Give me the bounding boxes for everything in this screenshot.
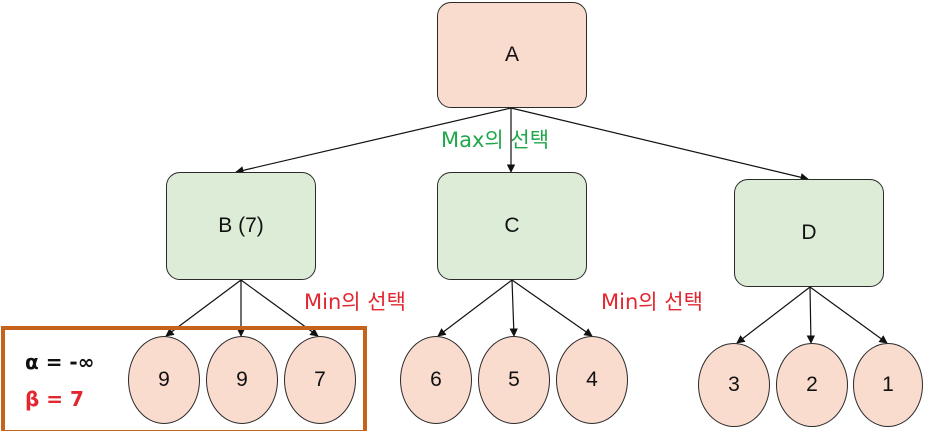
- edge-a-d: [510, 107, 809, 182]
- leaf-value: 6: [430, 368, 442, 391]
- beta-value: β = 7: [25, 387, 84, 411]
- leaf-value: 9: [236, 368, 248, 391]
- node-d: D: [734, 179, 884, 287]
- leaf-value: 2: [806, 373, 818, 396]
- edge-d-leaf2: [806, 286, 816, 344]
- leaf-value: 1: [882, 373, 894, 396]
- leaf-b-1: 9: [128, 336, 200, 424]
- leaf-c-2: 5: [478, 336, 550, 424]
- node-a: A: [437, 2, 587, 108]
- min-choice-label-2: Min의 선택: [601, 290, 703, 314]
- node-a-label: A: [504, 43, 519, 66]
- leaf-value: 7: [314, 368, 326, 391]
- edge-c-leaf1: [437, 279, 513, 337]
- node-b: B (7): [166, 172, 316, 280]
- edge-c-leaf3: [511, 279, 593, 337]
- leaf-value: 5: [508, 368, 520, 391]
- max-choice-label: Max의 선택: [441, 128, 550, 152]
- edge-d-leaf1: [736, 286, 811, 344]
- leaf-d-1: 3: [698, 343, 770, 427]
- node-b-label: B (7): [218, 214, 264, 237]
- node-c: C: [437, 172, 587, 280]
- alpha-beta-box: α = -∞ β = 7: [1, 326, 367, 431]
- edge-a-b: [235, 107, 512, 175]
- leaf-c-3: 4: [556, 336, 628, 424]
- node-d-label: D: [801, 221, 817, 244]
- leaf-d-3: 1: [853, 343, 923, 427]
- alpha-value: α = -∞: [25, 350, 95, 374]
- node-c-label: C: [504, 214, 520, 237]
- leaf-d-2: 2: [776, 343, 848, 427]
- edge-d-leaf3: [809, 286, 888, 344]
- leaf-b-3: 7: [284, 336, 356, 424]
- leaf-value: 4: [586, 368, 598, 391]
- edge-c-leaf2: [509, 279, 518, 337]
- leaf-b-2: 9: [206, 336, 278, 424]
- leaf-c-1: 6: [400, 336, 472, 424]
- leaf-value: 3: [728, 373, 740, 396]
- min-choice-label-1: Min의 선택: [304, 290, 406, 314]
- leaf-value: 9: [158, 368, 170, 391]
